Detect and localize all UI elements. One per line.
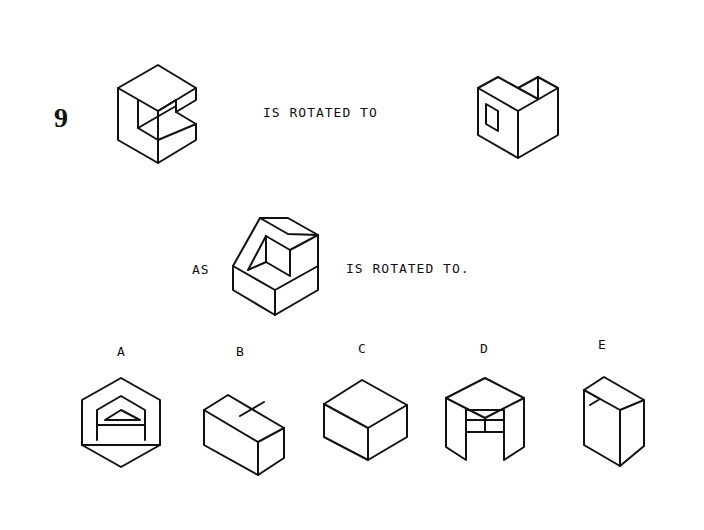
option-letter: C <box>358 342 367 355</box>
item-number: 9 <box>54 104 68 132</box>
option-b-block <box>204 395 284 475</box>
option-letter: E <box>598 338 607 351</box>
caption-text: IS ROTATED TO. <box>346 262 470 275</box>
target-block <box>233 218 318 315</box>
option-letter: B <box>236 345 245 358</box>
option-letter: A <box>117 345 126 358</box>
rotated-block <box>478 77 558 158</box>
caption-text: IS ROTATED TO <box>263 106 378 119</box>
option-a-block <box>82 378 160 467</box>
option-c-block <box>324 380 407 460</box>
caption-text: AS <box>192 263 210 276</box>
option-e-block <box>584 377 644 466</box>
option-letter: D <box>480 342 489 355</box>
c-block <box>118 65 196 163</box>
option-d-block <box>446 378 524 460</box>
